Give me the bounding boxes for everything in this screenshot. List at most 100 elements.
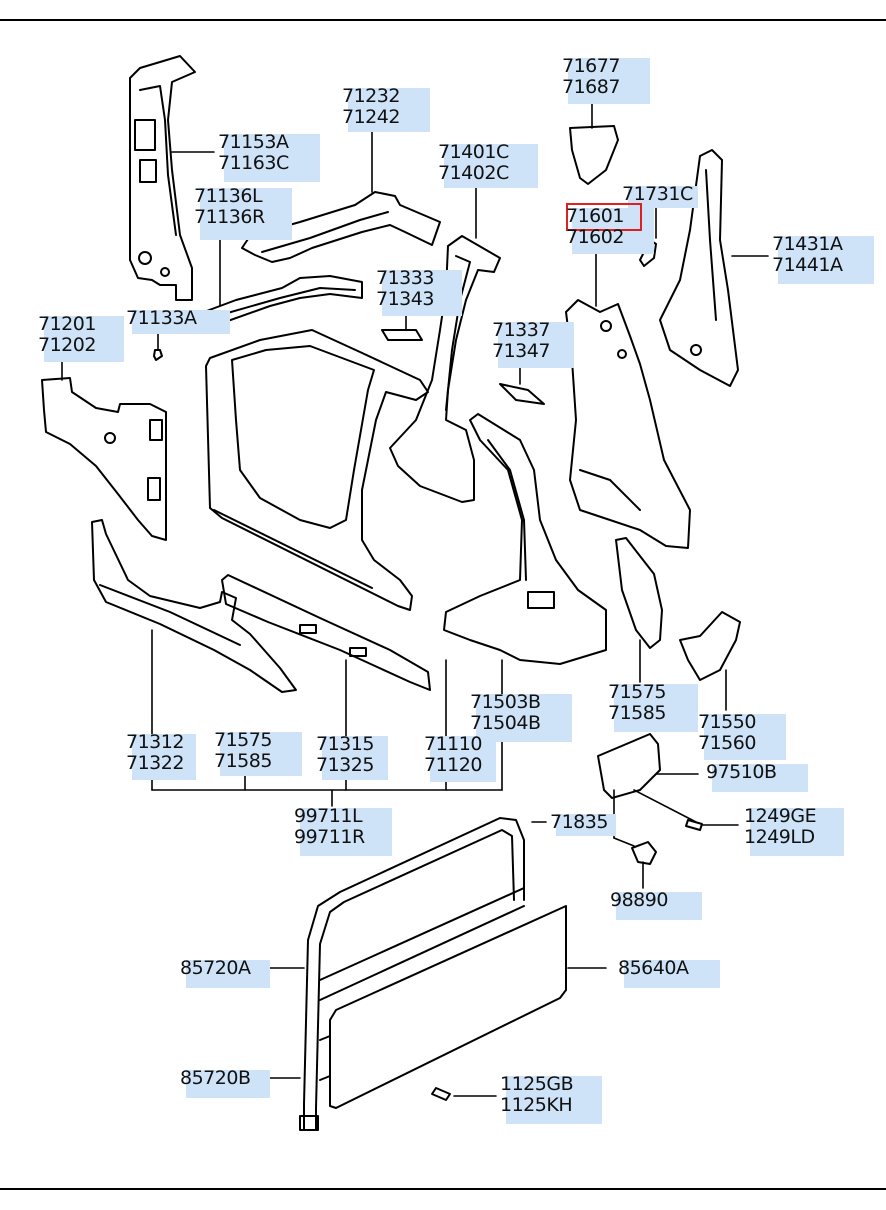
- part-side-sill-inner: [221, 574, 431, 691]
- callout-highlight: [132, 734, 196, 780]
- part-number: 71585: [214, 750, 272, 772]
- callout-highlight: [220, 732, 302, 776]
- callout-highlight: [382, 270, 462, 316]
- bottom-divider: [0, 1188, 886, 1190]
- part-number: 71333: [376, 267, 434, 289]
- part-number: 71337: [492, 319, 550, 341]
- part-number: 85720A: [180, 957, 251, 979]
- part-bolt-1249: [685, 819, 703, 831]
- part-number: 71560: [698, 732, 756, 754]
- part-number: 71136R: [194, 206, 265, 228]
- part-callout[interactable]: 98890: [610, 889, 702, 920]
- part-callout[interactable]: 97510B: [706, 761, 808, 792]
- part-number: 71120: [424, 754, 482, 776]
- part-number: 71585: [608, 702, 666, 724]
- part-number: 71575: [608, 681, 666, 703]
- part-number: 71503B: [470, 691, 541, 713]
- part-number: 71315: [316, 733, 374, 755]
- callout-highlight: [348, 88, 430, 132]
- part-number: 71110: [424, 733, 482, 755]
- part-cargo-board: [329, 905, 567, 1109]
- part-number: 71163C: [218, 152, 289, 174]
- part-number: 71402C: [438, 162, 509, 184]
- leader-lines: [61, 99, 769, 1097]
- part-number: 71677: [562, 55, 620, 77]
- part-plate-71333: [381, 329, 423, 341]
- part-number: 71601: [566, 205, 624, 227]
- callout-highlight: [556, 814, 616, 836]
- part-number: 71242: [342, 106, 400, 128]
- part-roof-rail-reinforcement: [203, 275, 363, 329]
- callout-highlight: [322, 736, 388, 780]
- part-rear-pillar-inner: [659, 149, 739, 387]
- part-number: 98890: [610, 889, 668, 911]
- part-bracket-71575: [615, 537, 663, 649]
- part-number: 71731C: [622, 183, 693, 205]
- part-number: 99711R: [294, 826, 365, 848]
- part-number: 71441A: [772, 254, 843, 276]
- callout-highlight: [476, 694, 572, 742]
- part-number: 1125KH: [500, 1094, 573, 1116]
- part-bracket-71677: [569, 125, 619, 185]
- callout-highlight: [616, 892, 702, 920]
- part-number: 85640A: [618, 957, 689, 979]
- part-callout[interactable]: 85720B: [180, 1067, 270, 1098]
- part-rear-inner-panel: [443, 413, 607, 665]
- part-number: 71602: [566, 226, 624, 248]
- part-number: 85720B: [180, 1067, 251, 1089]
- part-b-pillar-inner: [129, 55, 196, 301]
- top-divider: [0, 19, 886, 21]
- part-number: 71201: [38, 313, 96, 335]
- callout-highlight: [568, 58, 650, 104]
- part-number: 97510B: [706, 761, 777, 783]
- part-callout[interactable]: 85640A: [618, 957, 720, 988]
- part-number: 71312: [126, 731, 184, 753]
- part-number: 71202: [38, 334, 96, 356]
- callout-highlight: [200, 188, 292, 240]
- part-clip-71133a: [153, 349, 163, 361]
- part-grommet-98890: [631, 841, 657, 865]
- callout-highlight: [430, 736, 496, 782]
- callout-highlight: [44, 316, 124, 362]
- part-callout[interactable]: 71835: [550, 812, 616, 836]
- part-quarter-panel: [565, 299, 691, 549]
- part-number: 71347: [492, 340, 550, 362]
- part-number: 71343: [376, 288, 434, 310]
- part-callout[interactable]: 71133A: [126, 308, 230, 334]
- callout-highlight: [224, 134, 320, 182]
- part-side-outer-panel: [205, 329, 429, 611]
- callout-highlight: [712, 764, 808, 792]
- callout-highlight: [624, 960, 720, 988]
- part-extractor-97510b: [597, 733, 661, 799]
- part-side-sill-front: [91, 519, 297, 693]
- part-callout[interactable]: 71731C: [622, 183, 698, 208]
- part-callout[interactable]: 85720A: [180, 957, 270, 988]
- part-cargo-frame: [299, 817, 525, 1131]
- callout-highlight: [444, 144, 538, 188]
- part-number: 1249GE: [744, 805, 817, 827]
- callout-highlight: [704, 714, 786, 760]
- callout-highlight: [628, 186, 698, 208]
- part-number: 71136L: [194, 185, 263, 207]
- part-bracket-71550: [679, 611, 741, 681]
